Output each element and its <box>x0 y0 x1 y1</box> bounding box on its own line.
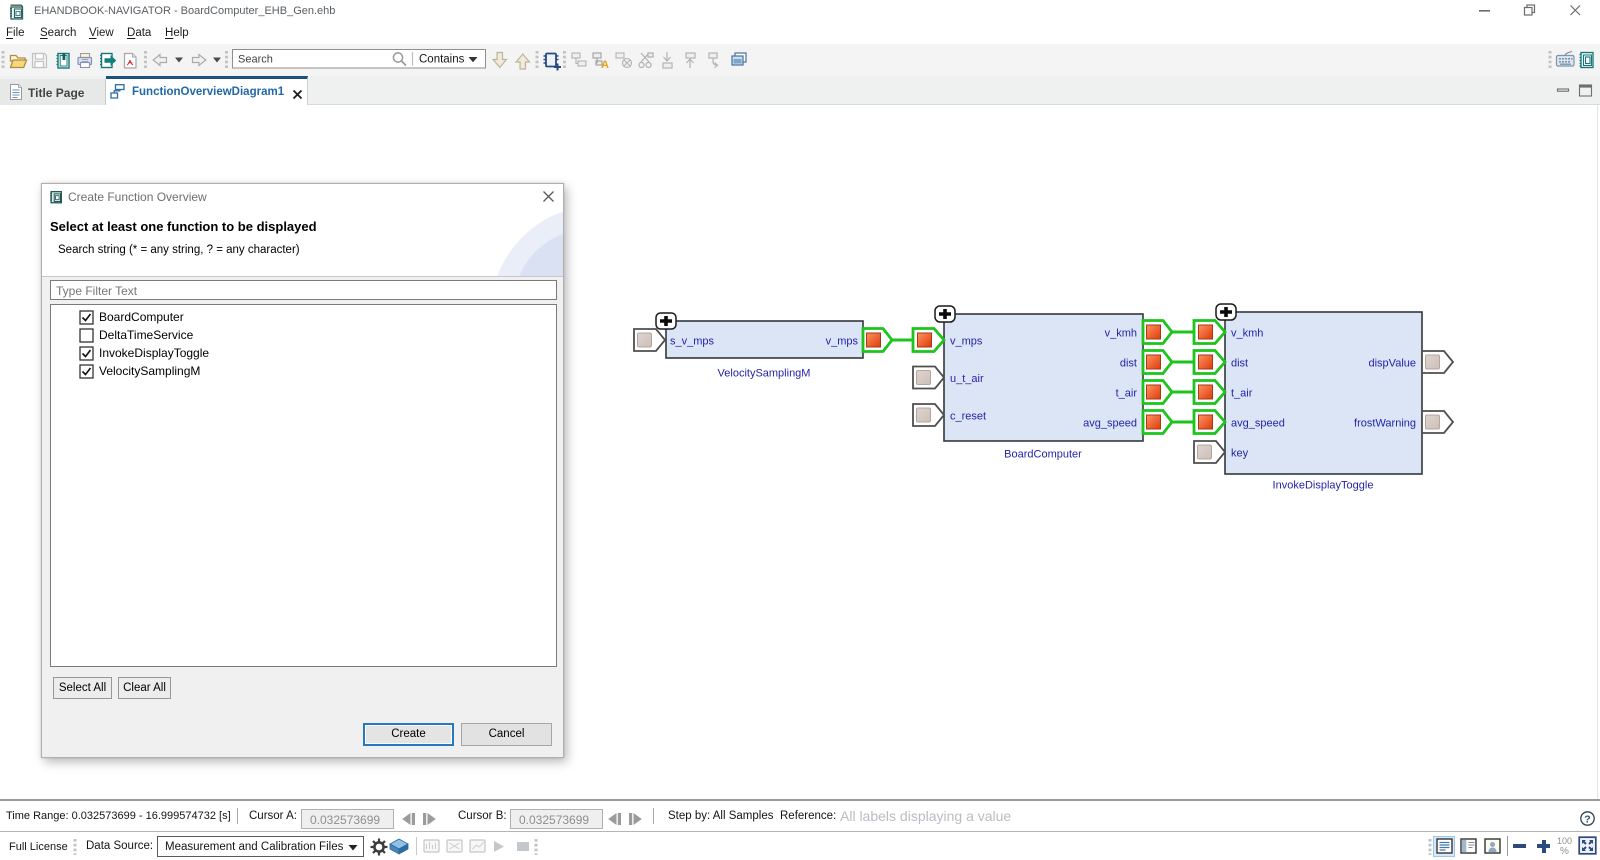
svg-text:Search: Search <box>238 54 273 66</box>
svg-text:s_v_mps: s_v_mps <box>670 336 715 348</box>
svg-text:v_kmh: v_kmh <box>1231 328 1263 340</box>
svg-text:key: key <box>1231 448 1249 460</box>
svg-text:avg_speed: avg_speed <box>1083 418 1137 430</box>
svg-text:dist: dist <box>1231 358 1248 370</box>
svg-text:A: A <box>601 59 609 71</box>
svg-text:c_reset: c_reset <box>950 411 986 423</box>
svg-text:%: % <box>1560 846 1569 857</box>
svg-text:BoardComputer: BoardComputer <box>1004 449 1082 461</box>
svg-text:t_air: t_air <box>1116 388 1138 400</box>
svg-text:u_t_air: u_t_air <box>950 373 984 385</box>
svg-text:frostWarning: frostWarning <box>1354 418 1416 430</box>
svg-text:?: ? <box>1584 814 1590 826</box>
svg-text:v_mps: v_mps <box>826 336 859 348</box>
svg-text:dispValue: dispValue <box>1369 358 1417 370</box>
svg-text:Contains: Contains <box>419 54 465 66</box>
svg-text:dist: dist <box>1120 358 1137 370</box>
svg-text:avg_speed: avg_speed <box>1231 418 1285 430</box>
svg-text:InvokeDisplayToggle: InvokeDisplayToggle <box>1273 480 1374 492</box>
svg-text:100: 100 <box>1557 836 1572 846</box>
svg-text:v_kmh: v_kmh <box>1105 328 1137 340</box>
svg-text:VelocitySamplingM: VelocitySamplingM <box>718 368 811 380</box>
svg-text:t_air: t_air <box>1231 388 1253 400</box>
svg-text:v_mps: v_mps <box>950 336 983 348</box>
